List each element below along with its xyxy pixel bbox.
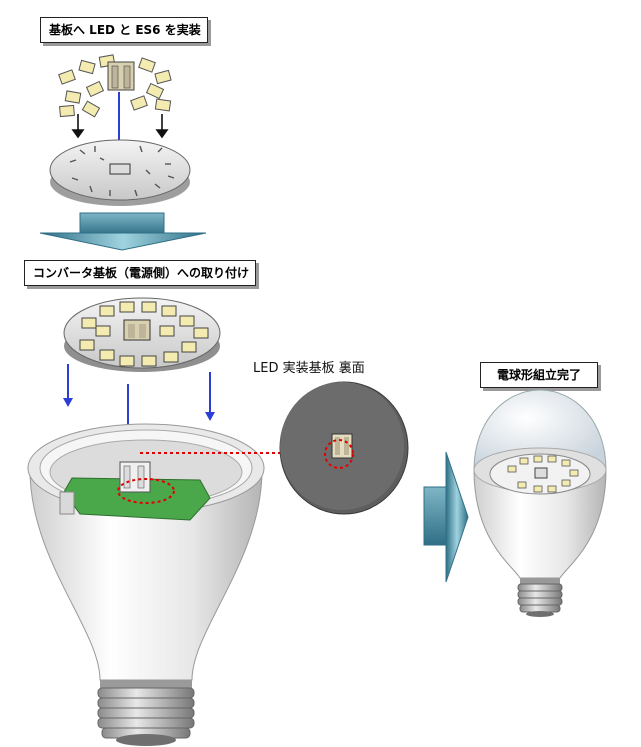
rear-view-board <box>279 381 409 515</box>
led-cluster-loose <box>58 54 172 118</box>
flow-arrow-down <box>39 212 207 251</box>
placement-arrows <box>71 114 169 139</box>
highlight-connector-mount <box>117 478 175 504</box>
completed-bulb <box>473 389 607 617</box>
step-label-mount: 基板へ LED と ES6 を実装 <box>40 17 208 43</box>
es6-connector <box>107 61 135 91</box>
rear-view-label: LED 実装基板 裏面 <box>253 361 365 376</box>
step-label-attach: コンバータ基板（電源側）への取り付け <box>24 260 256 286</box>
step-label-complete: 電球形組立完了 <box>480 362 598 388</box>
flow-arrow-right <box>423 451 469 583</box>
highlight-rear-connector <box>324 439 354 469</box>
populated-led-board <box>63 297 221 372</box>
bulb-housing-open <box>27 423 265 746</box>
bare-pcb-disk <box>49 139 191 206</box>
